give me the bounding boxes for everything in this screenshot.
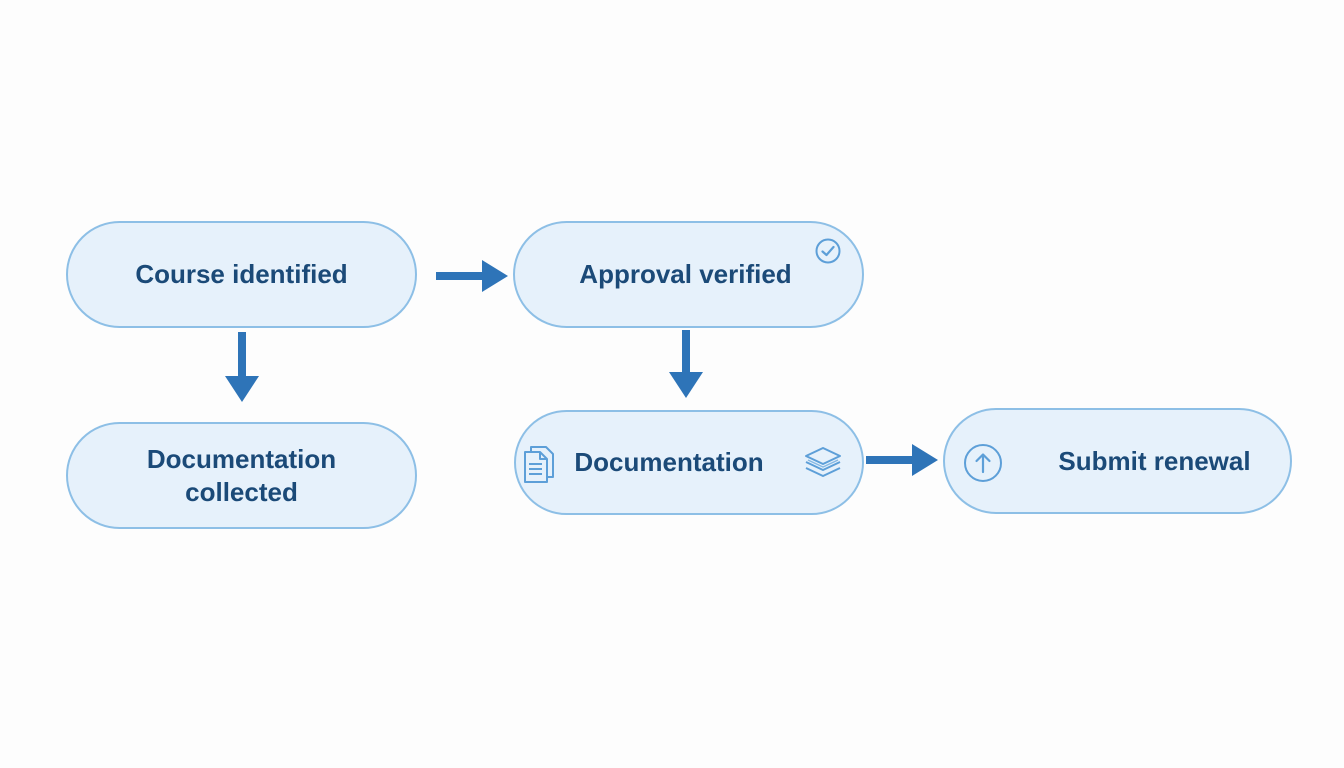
node-course-identified: Course identified (66, 221, 417, 328)
node-documentation-collected-line2: collected (185, 476, 298, 507)
node-documentation: Documentation (514, 410, 864, 515)
arrow-course-to-approval (436, 260, 508, 292)
check-circle-icon (815, 238, 841, 264)
arrow-documentation-to-submit (866, 444, 938, 476)
node-approval-verified: Approval verified (513, 221, 864, 328)
arrow-course-to-collected (225, 332, 259, 402)
node-documentation-collected-line1: Documentation (146, 443, 337, 474)
node-documentation-collected: Documentation collected (66, 422, 417, 529)
node-documentation-label: Documentation (574, 447, 764, 477)
stack-icon (805, 447, 841, 477)
node-approval-verified-label: Approval verified (579, 259, 792, 289)
node-documentation-collected-label: Documentation collected (147, 443, 336, 509)
arrow-approval-to-documentation (669, 330, 703, 398)
node-submit-renewal: Submit renewal (943, 408, 1292, 514)
node-submit-renewal-label: Submit renewal (1058, 445, 1251, 476)
node-course-identified-label: Course identified (135, 259, 348, 289)
upload-arrow-icon (964, 444, 1002, 482)
document-icon (524, 446, 554, 483)
